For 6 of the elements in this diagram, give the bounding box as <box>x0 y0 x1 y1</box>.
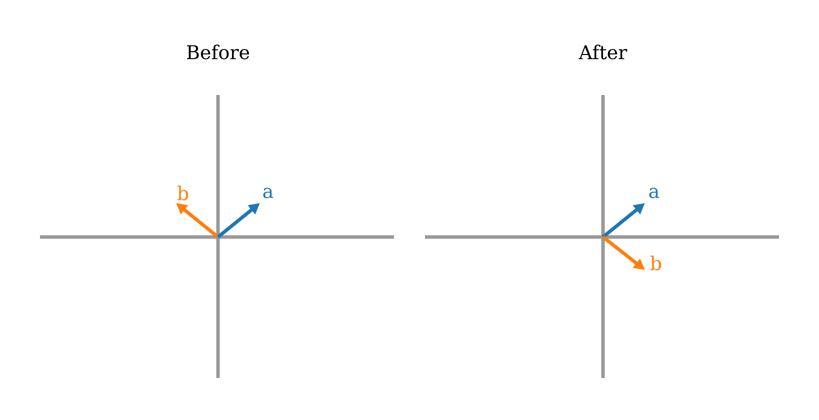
panel-title: Before <box>187 44 250 60</box>
vector-label: a <box>649 188 660 198</box>
vector-label: a <box>263 188 274 198</box>
vector-label: b <box>177 186 188 200</box>
panel-title: After <box>578 44 628 60</box>
vector-label: b <box>650 256 662 270</box>
